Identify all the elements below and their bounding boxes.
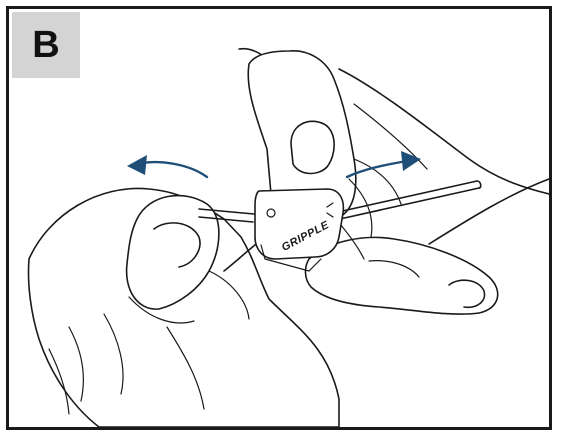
right-hand: [248, 51, 498, 314]
panel-label: B: [12, 12, 80, 78]
curved-arrow-left-icon: [127, 155, 207, 177]
illustration-frame: GRIPPLE B: [6, 6, 552, 430]
curved-arrow-right-icon: [347, 151, 421, 177]
wire-tensioning-illustration: GRIPPLE: [9, 9, 549, 427]
